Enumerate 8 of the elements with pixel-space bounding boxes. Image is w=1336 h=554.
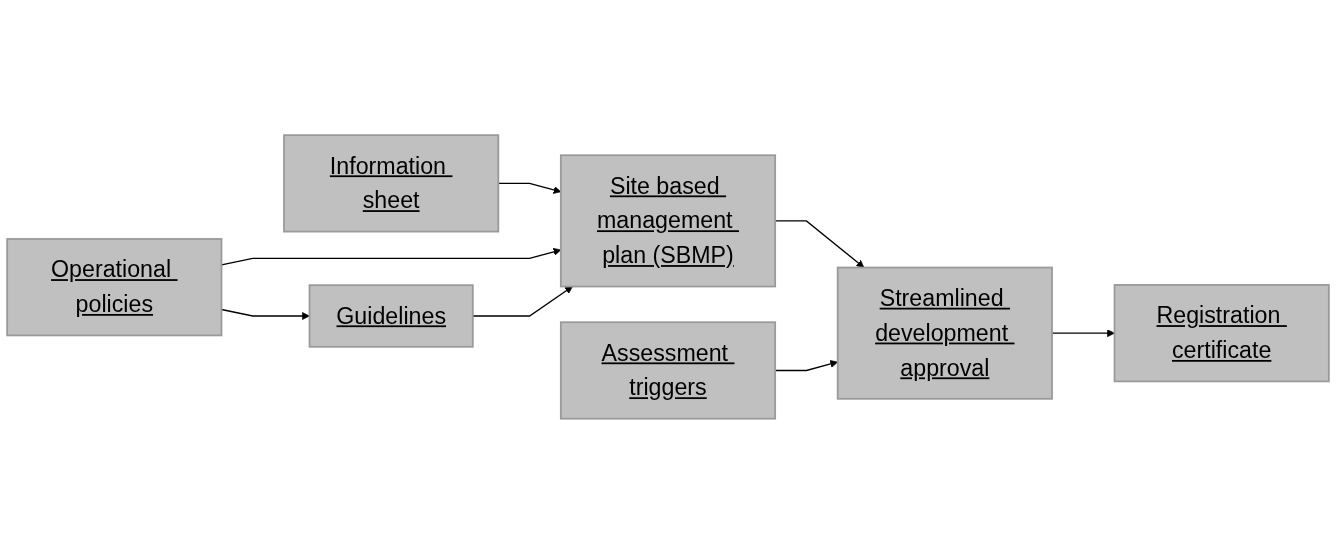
node-box: Information sheet [283, 134, 500, 233]
node-box: Guidelines [308, 284, 474, 348]
node-box: Operational policies [6, 238, 223, 337]
node-box: Streamlined development approval [836, 266, 1053, 400]
arrow [472, 286, 573, 317]
node-box: Site based management plan (SBMP) [559, 154, 777, 288]
node-box: Registration certificate [1113, 284, 1330, 383]
node-box: Assessment triggers [559, 321, 777, 420]
